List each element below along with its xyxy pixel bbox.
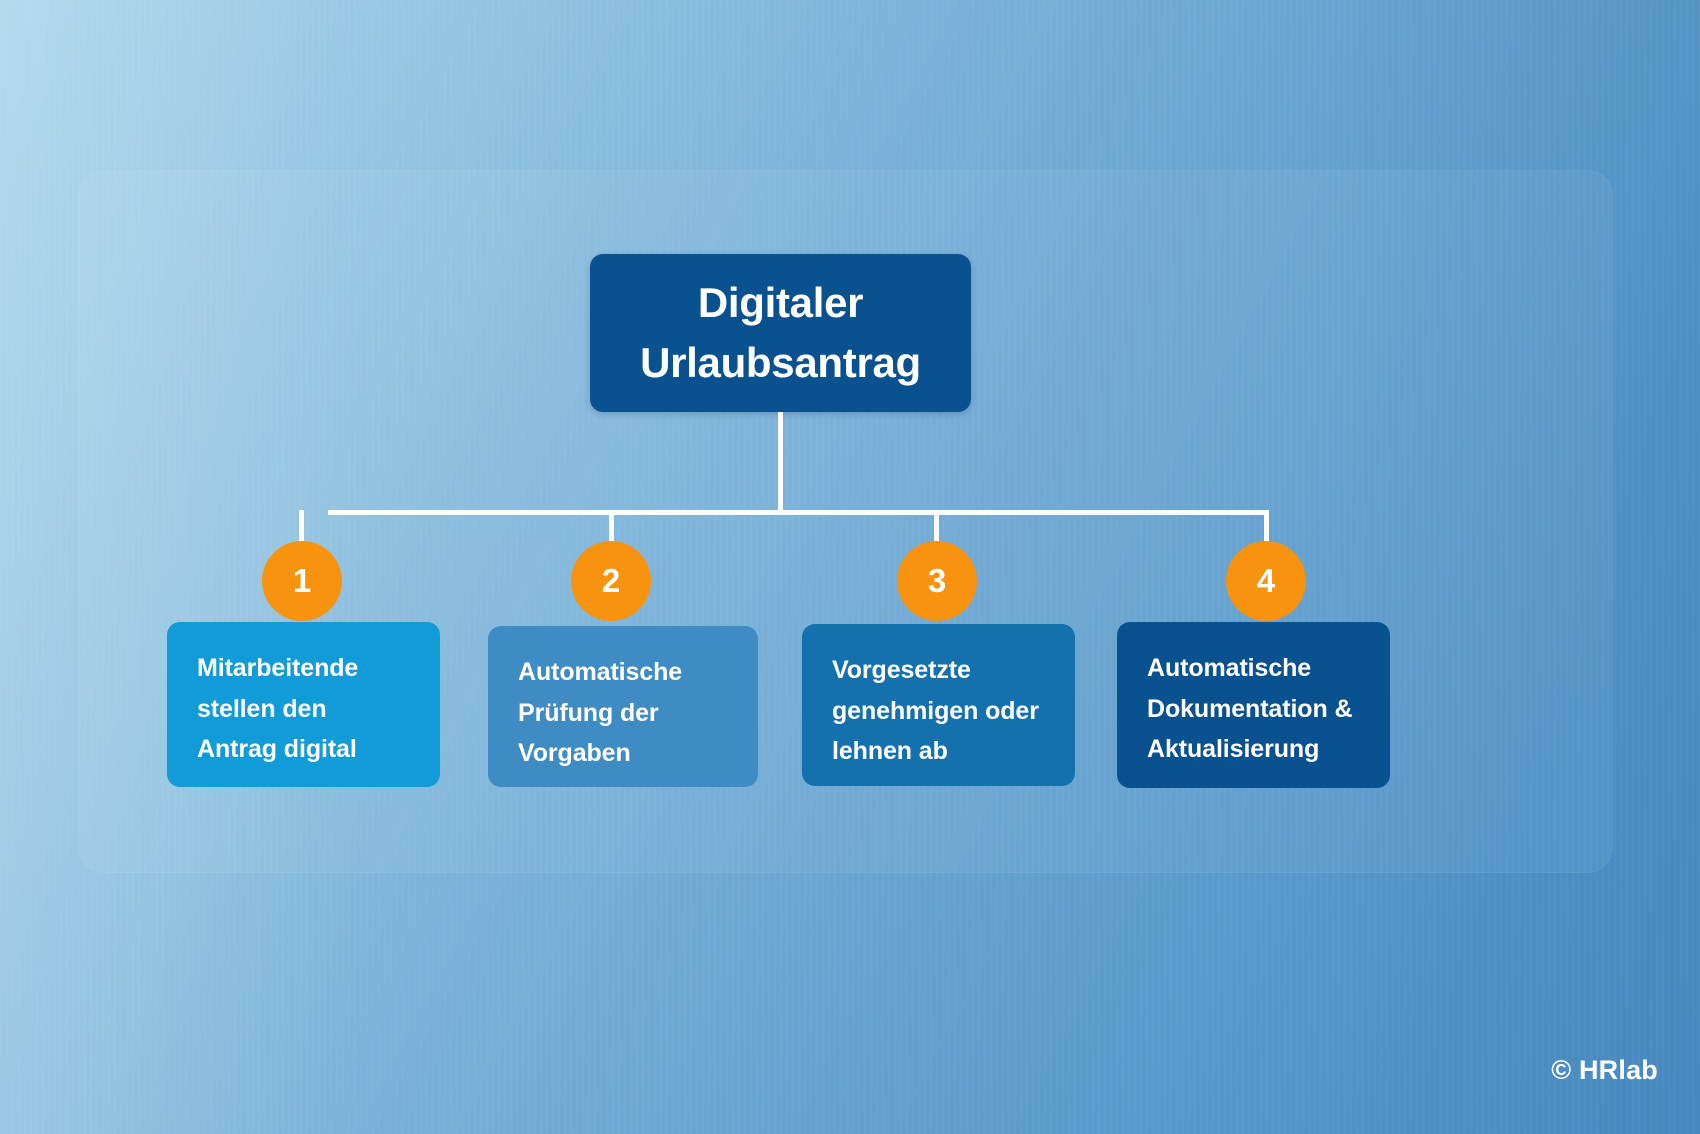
connector-drop-3 [934, 514, 939, 552]
connector-drop-4 [1264, 514, 1269, 552]
step-card-3[interactable]: Vorgesetzte genehmigen oder lehnen ab [802, 624, 1075, 786]
connector-trunk [778, 412, 783, 514]
copyright-watermark: © HRlab [1551, 1055, 1658, 1085]
root-node[interactable]: Digitaler Urlaubsantrag [590, 254, 971, 412]
connector-horizontal-bar [328, 510, 1269, 515]
step-badge-1: 1 [262, 541, 342, 621]
step-card-2[interactable]: Automatische Prüfung der Vorgaben [488, 626, 758, 787]
connector-corner-left [299, 510, 304, 515]
step-card-1-label: Mitarbeitende stellen den Antrag digital [197, 654, 359, 763]
step-card-2-label: Automatische Prüfung der Vorgaben [518, 658, 683, 767]
connector-drop-1 [299, 514, 304, 552]
step-card-4-label: Automatische Dokumentation & Aktualisier… [1147, 654, 1353, 763]
step-card-3-label: Vorgesetzte genehmigen oder lehnen ab [832, 656, 1039, 765]
step-card-4[interactable]: Automatische Dokumentation & Aktualisier… [1117, 622, 1390, 788]
root-node-line-1: Digitaler [697, 279, 864, 327]
connector-corner-right [1264, 510, 1269, 515]
step-card-1[interactable]: Mitarbeitende stellen den Antrag digital [167, 622, 440, 787]
step-badge-4: 4 [1226, 541, 1306, 621]
root-node-line-2: Urlaubsantrag [640, 339, 921, 386]
connector-drop-2 [609, 514, 614, 552]
step-badge-2: 2 [571, 541, 651, 621]
step-badge-3: 3 [897, 541, 977, 621]
